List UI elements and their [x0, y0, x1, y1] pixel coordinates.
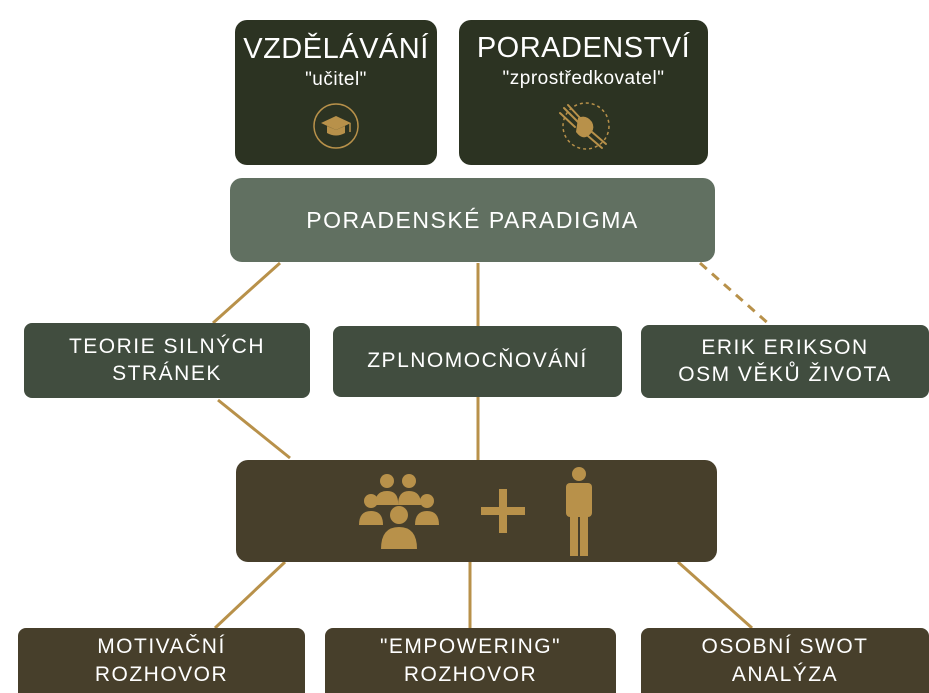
education-box: VZDĚLÁVÁNÍ "učitel" [235, 20, 437, 165]
counseling-title: PORADENSTVÍ [476, 32, 691, 65]
strengths-theory-line1: TEORIE SILNÝCH [68, 335, 266, 359]
counseling-subtitle: "zprostředkovatel" [502, 67, 665, 89]
motivational-line2: ROZHOVOR [94, 662, 229, 686]
swot-analysis-box: OSOBNÍ SWOT ANALÝZA [641, 628, 929, 693]
education-title: VZDĚLÁVÁNÍ [243, 33, 429, 66]
strengths-theory-line2: STRÁNEK [112, 361, 222, 385]
empowerment-label: ZPLNOMOCŇOVÁNÍ [367, 349, 588, 373]
connector-paradigm-strengths [211, 261, 282, 325]
empowerment-box: ZPLNOMOCŇOVÁNÍ [333, 326, 622, 397]
swot-line2: ANALÝZA [731, 662, 839, 686]
center-box [236, 460, 717, 562]
paradigm-label: PORADENSKÉ PARADIGMA [306, 206, 639, 233]
person-icon [565, 467, 592, 556]
empowering-interview-box: "EMPOWERING" ROZHOVOR [325, 628, 616, 693]
swot-line1: OSOBNÍ SWOT [701, 635, 869, 659]
plus-icon [480, 489, 525, 533]
helping-hands-icon [558, 102, 610, 150]
connector-center-motivational [213, 560, 287, 630]
motivational-line1: MOTIVAČNÍ [97, 635, 226, 659]
erikson-line1: ERIK ERIKSON [701, 336, 869, 360]
graduation-cap-icon [313, 103, 359, 149]
education-subtitle: "učitel" [305, 68, 367, 90]
connector-center-swot [677, 560, 753, 630]
erikson-box: ERIK ERIKSON OSM VĚKŮ ŽIVOTA [641, 325, 929, 398]
strengths-theory-box: TEORIE SILNÝCH STRÁNEK [24, 323, 310, 398]
erikson-line2: OSM VĚKŮ ŽIVOTA [678, 362, 892, 386]
connector-strengths-center [217, 398, 291, 460]
empowering-line1: "EMPOWERING" [379, 635, 562, 659]
motivational-interview-box: MOTIVAČNÍ ROZHOVOR [18, 628, 305, 693]
connector-paradigm-erikson [699, 261, 771, 327]
empowering-line2: ROZHOVOR [403, 662, 538, 686]
counseling-box: PORADENSTVÍ "zprostředkovatel" [459, 20, 708, 165]
paradigm-box: PORADENSKÉ PARADIGMA [230, 178, 715, 262]
group-icon [358, 474, 439, 549]
